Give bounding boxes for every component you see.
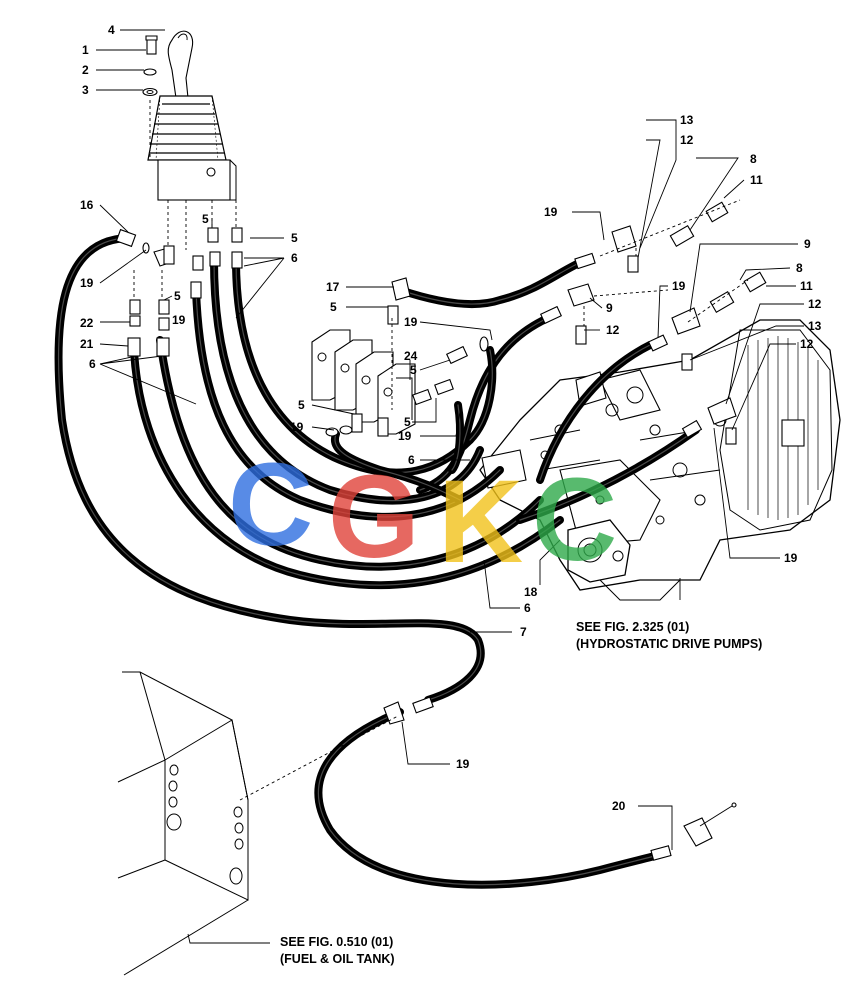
cgkc-watermark: C G K C (228, 439, 617, 588)
hose-h6a-core (195, 289, 501, 518)
callout-5: 5 (330, 300, 337, 314)
callout-19: 19 (544, 205, 558, 219)
fuel-oil-tank-outline (117, 671, 249, 976)
callout-7: 7 (520, 625, 527, 639)
hose-h19b-core (451, 404, 461, 471)
callout-6: 6 (89, 357, 96, 371)
watermark-letter-g: G (328, 451, 420, 583)
callout-12: 12 (680, 133, 694, 147)
callout-11: 11 (750, 173, 763, 187)
callout-16: 16 (80, 198, 94, 212)
hydraulic-hoses (54, 234, 700, 889)
tank-ref-line1: SEE FIG. 0.510 (01) (280, 935, 393, 949)
callout-5: 5 (174, 289, 181, 303)
callout-18: 18 (524, 585, 538, 599)
callout-8: 8 (796, 261, 803, 275)
callout-3: 3 (82, 83, 89, 97)
callout-17: 17 (326, 280, 340, 294)
callout-19: 19 (172, 313, 186, 327)
callout-19: 19 (404, 315, 418, 329)
watermark-letter-c2: C (532, 454, 617, 586)
callout-2: 2 (82, 63, 89, 77)
hose-h7-core (57, 237, 482, 701)
hose-h19a-core (469, 349, 493, 441)
reference-notes: SEE FIG. 2.325 (01) (HYDROSTATIC DRIVE P… (280, 620, 762, 966)
callout-5: 5 (410, 363, 417, 377)
callout-13: 13 (680, 113, 694, 127)
hose-h20 (314, 708, 666, 889)
callout-6: 6 (524, 601, 531, 615)
assembly-centerlines (133, 199, 749, 801)
callout-1: 1 (82, 43, 89, 57)
callout-5: 5 (298, 398, 305, 412)
control-valve-block (311, 329, 416, 435)
hose-h6c-core (235, 259, 471, 474)
callout-12: 12 (606, 323, 620, 337)
callout-21: 21 (80, 337, 94, 351)
callout-19: 19 (398, 429, 412, 443)
joystick-assembly (142, 30, 237, 201)
hose-h9-core (419, 317, 549, 491)
watermark-letter-k: K (438, 456, 523, 588)
hose-h20-core (317, 711, 663, 886)
callout-5: 5 (291, 231, 298, 245)
hose-fittings (115, 201, 767, 861)
callout-9: 9 (804, 237, 811, 251)
callout-12: 12 (800, 337, 814, 351)
callout-8: 8 (750, 152, 757, 166)
hose-h6e-core (133, 349, 561, 586)
callout-12: 12 (808, 297, 822, 311)
pumps-ref-line1: SEE FIG. 2.325 (01) (576, 620, 689, 634)
watermark-letter-c1: C (228, 439, 313, 571)
callout-5: 5 (202, 212, 209, 226)
hose-h17-core (399, 257, 591, 305)
pumps-ref-line2: (HYDROSTATIC DRIVE PUMPS) (576, 637, 762, 651)
callout-19: 19 (784, 551, 798, 565)
hose-h17 (396, 254, 594, 309)
hose-hup-core (539, 344, 651, 481)
hose-h6d-core (159, 339, 541, 568)
callout-9: 9 (606, 301, 613, 315)
callout-13: 13 (808, 319, 822, 333)
hose-h18-core (519, 429, 697, 521)
hose-hleft-core (334, 433, 461, 501)
callout-19: 19 (456, 757, 470, 771)
callout-leaders (96, 29, 804, 944)
callout-20: 20 (612, 799, 626, 813)
callout-6: 6 (408, 453, 415, 467)
callout-4: 4 (108, 23, 115, 37)
callout-22: 22 (80, 316, 94, 330)
callout-labels: 4 1 2 3 16 19 5 5 6 5 22 19 21 6 17 5 19… (80, 23, 822, 813)
callout-19: 19 (290, 420, 304, 434)
tank-ref-line2: (FUEL & OIL TANK) (280, 952, 395, 966)
callout-11: 11 (800, 279, 813, 293)
callout-5: 5 (404, 415, 411, 429)
callout-6: 6 (291, 251, 298, 265)
callout-19: 19 (672, 279, 686, 293)
callout-19: 19 (80, 276, 94, 290)
callout-24: 24 (404, 349, 418, 363)
